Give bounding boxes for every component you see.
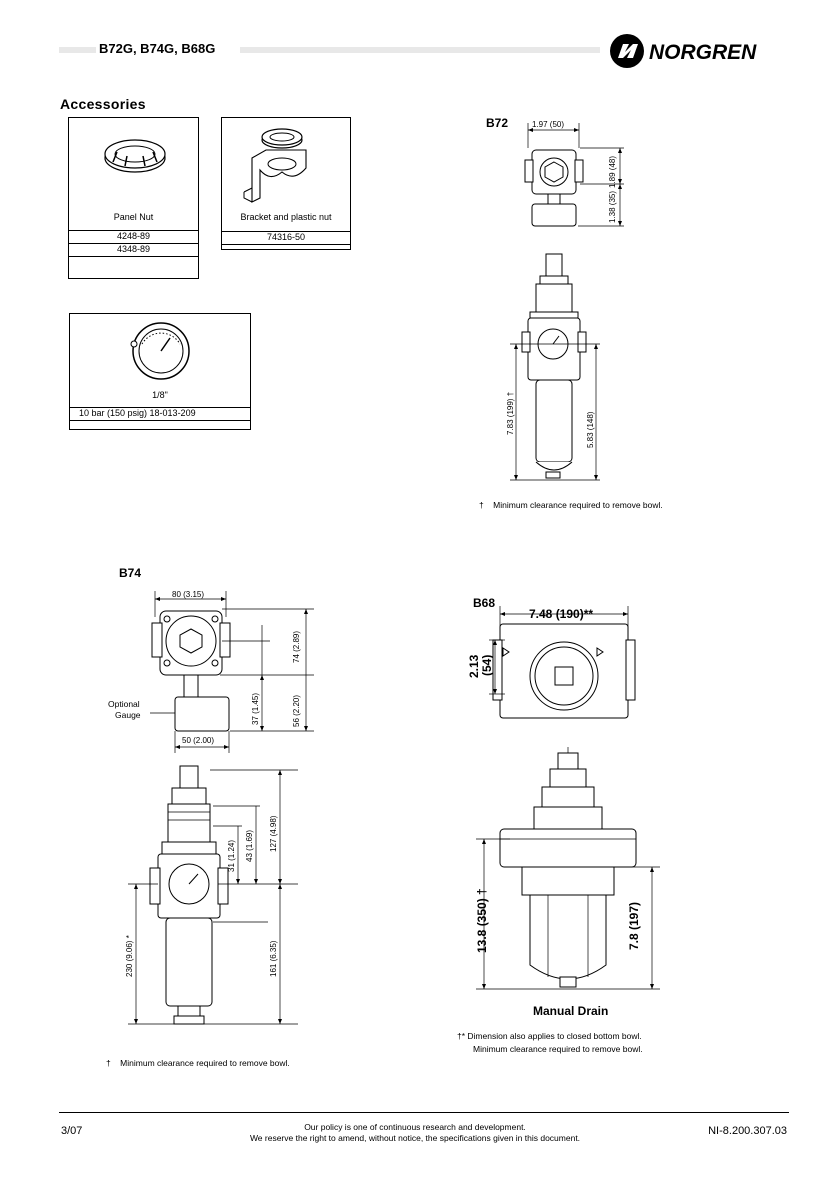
b72-dim-body: 5.83 (148) (586, 411, 595, 448)
b74-dim-h2: 37 (1.45) (251, 693, 260, 725)
page-title: B72G, B74G, B68G (96, 41, 219, 56)
gauge-image (130, 322, 190, 380)
b74-dim-31: 31 (1.24) (227, 840, 236, 872)
b74-dim-43: 43 (1.69) (245, 830, 254, 862)
header-bar-left (59, 47, 99, 53)
b74-gauge-label-1: Optional (108, 699, 140, 709)
gauge-empty-row (70, 420, 250, 421)
panel-nut-code-1: 4248-89 (69, 230, 198, 242)
b74-dim-230: 230 (9.06) * (125, 935, 134, 977)
b72-dim-clearance: 7.83 (199) † (506, 392, 515, 435)
document-number: NI-8.200.307.03 (708, 1125, 787, 1137)
b74-dim-161: 161 (6.35) (269, 940, 278, 977)
b68-note-1: †* Dimension also applies to closed bott… (457, 1031, 642, 1041)
gauge-card: 1/8" 10 bar (150 psig) 18-013-209 (69, 313, 251, 430)
b74-gauge-label-2: Gauge (115, 710, 141, 720)
b72-note: † Minimum clearance required to remove b… (479, 500, 663, 510)
b72-top-view: 1.97 (50) 1.89 (48) 1.38 (35) (524, 120, 624, 227)
policy-line-1: Our policy is one of continuous research… (304, 1122, 526, 1132)
b68-note-2: Minimum clearance required to remove bow… (473, 1044, 643, 1054)
bracket-empty-row (222, 244, 350, 245)
b74-dim-gauge-width: 50 (2.00) (182, 736, 214, 745)
b74-side-view: 31 (1.24) 43 (1.69) 127 (4.98) 230 (9.06… (125, 765, 298, 1025)
svg-text:NORGREN: NORGREN (649, 41, 757, 64)
b74-dim-h1: 74 (2.89) (292, 631, 301, 663)
panel-nut-card: Panel Nut 4248-89 4348-89 (68, 117, 199, 279)
gauge-caption: 1/8" (152, 390, 168, 400)
b68-side-view: 13.8 (350) † 7.8 (197) (475, 747, 660, 990)
norgren-logo: NORGREN (607, 30, 789, 72)
panel-nut-caption: Panel Nut (113, 212, 154, 222)
header-bar-right (240, 47, 600, 53)
bracket-code-1: 74316-50 (222, 231, 350, 243)
bracket-image (243, 128, 307, 203)
b68-dim-height-mm: (54) (480, 655, 494, 676)
b74-dim-h3: 56 (2.20) (292, 695, 301, 727)
policy-text: Our policy is one of continuous research… (180, 1122, 650, 1144)
b74-top-view: 80 (3.15) 74 (2.89) 37 (1.45) 56 (2.20) … (150, 590, 314, 753)
b68-dim-height: 2.13 (467, 654, 481, 678)
gauge-part-row: 10 bar (150 psig) 18-013-209 (70, 407, 250, 419)
b74-label: B74 (119, 566, 142, 580)
b68-label: B68 (473, 596, 496, 610)
page-number: 3/07 (61, 1125, 83, 1137)
bracket-caption: Bracket and plastic nut (240, 212, 332, 222)
panel-nut-code-2: 4348-89 (69, 243, 198, 255)
bracket-card: Bracket and plastic nut 74316-50 (221, 117, 351, 250)
footer-rule (59, 1112, 789, 1113)
b72-dim-height-top: 1.89 (48) (608, 156, 617, 188)
panel-nut-image (104, 139, 166, 173)
b68-drain-label: Manual Drain (533, 1004, 609, 1018)
b68-top-view: 7.48 (190)** 2.13 (54) (467, 606, 636, 719)
policy-line-2: We reserve the right to amend, without n… (249, 1133, 581, 1143)
accessories-title: Accessories (60, 96, 146, 112)
b68-dim-tall: 13.8 (350) † (475, 888, 489, 953)
b72-label: B72 (486, 116, 509, 130)
b72-dim-width: 1.97 (50) (532, 120, 564, 129)
panel-nut-empty-row (69, 256, 198, 257)
b68-dim-width: 7.48 (190)** (529, 607, 593, 621)
b72-side-view: 7.83 (199) † 5.83 (148) (506, 253, 600, 481)
b74-dim-127: 127 (4.98) (269, 815, 278, 852)
b68-dim-body: 7.8 (197) (627, 902, 641, 950)
b72-dim-height-gauge: 1.38 (35) (608, 191, 617, 223)
b74-note: † Minimum clearance required to remove b… (106, 1058, 290, 1068)
b74-dim-width: 80 (3.15) (172, 590, 204, 599)
